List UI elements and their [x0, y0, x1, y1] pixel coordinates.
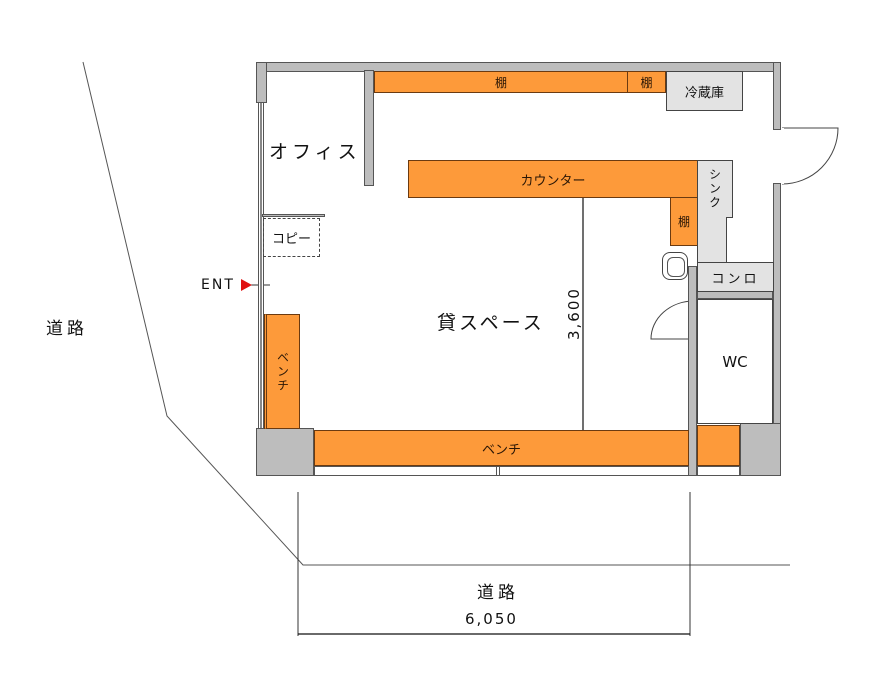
wall-office-partition	[364, 70, 374, 186]
copy-shelf-line	[262, 214, 325, 217]
road-boundary-line	[82, 61, 790, 566]
shelf-side-label: 棚	[677, 215, 690, 229]
road-left-label: 道路	[46, 319, 88, 339]
shelf-side: 棚	[670, 197, 698, 246]
wall-right-upper	[773, 62, 781, 130]
hand-basin-icon	[662, 252, 688, 280]
refrigerator-label: 冷蔵庫	[684, 85, 724, 101]
depth-dimension-label: 3,600	[565, 287, 583, 340]
sink-label: シンク	[707, 168, 722, 210]
facade-window-mullion-bottom	[496, 466, 500, 476]
shelf-top-short-label: 棚	[640, 75, 653, 90]
facade-window-bottom-right	[697, 466, 740, 476]
copy-machine: コピー	[263, 218, 320, 257]
kitchen-worktop	[697, 217, 727, 263]
office-label: オフィス	[269, 141, 361, 163]
rental-space-label: 貸スペース	[437, 312, 545, 334]
counter-label: カウンター	[520, 173, 586, 189]
road-bottom-label: 道路	[477, 583, 519, 603]
wall-bottom-left-corner	[256, 428, 314, 476]
facade-window-mullion	[260, 103, 262, 429]
counter: カウンター	[408, 160, 698, 198]
wc-room: WC	[697, 299, 773, 424]
shelf-top-long: 棚	[374, 71, 628, 93]
copy-label: コピー	[271, 232, 311, 247]
shelf-top-short: 棚	[627, 71, 666, 93]
bench-bottom-label: ベンチ	[481, 442, 521, 458]
entrance-arrow-icon	[241, 279, 252, 291]
bench-bottom: ベンチ	[314, 430, 689, 466]
refrigerator: 冷蔵庫	[666, 71, 743, 111]
wall-top-left-corner	[256, 62, 267, 103]
wc-label: WC	[722, 352, 748, 371]
entrance-label: ENT	[201, 277, 235, 293]
stove: コンロ	[697, 262, 774, 292]
sink: シンク	[697, 160, 733, 218]
shelf-top-long-label: 棚	[494, 75, 507, 90]
facade-window-bottom	[314, 466, 690, 476]
wall-bottom-right-block	[740, 423, 781, 476]
bench-left: ベンチ	[264, 314, 300, 429]
bench-left-label: ベンチ	[275, 350, 290, 393]
exterior-door-swing	[781, 127, 839, 185]
wall-wc-partition	[688, 266, 697, 476]
width-dimension-label: 6,050	[465, 610, 518, 628]
wc-door-swing	[650, 300, 695, 340]
stove-label: コンロ	[711, 271, 760, 287]
bench-bottom-right	[697, 425, 740, 466]
